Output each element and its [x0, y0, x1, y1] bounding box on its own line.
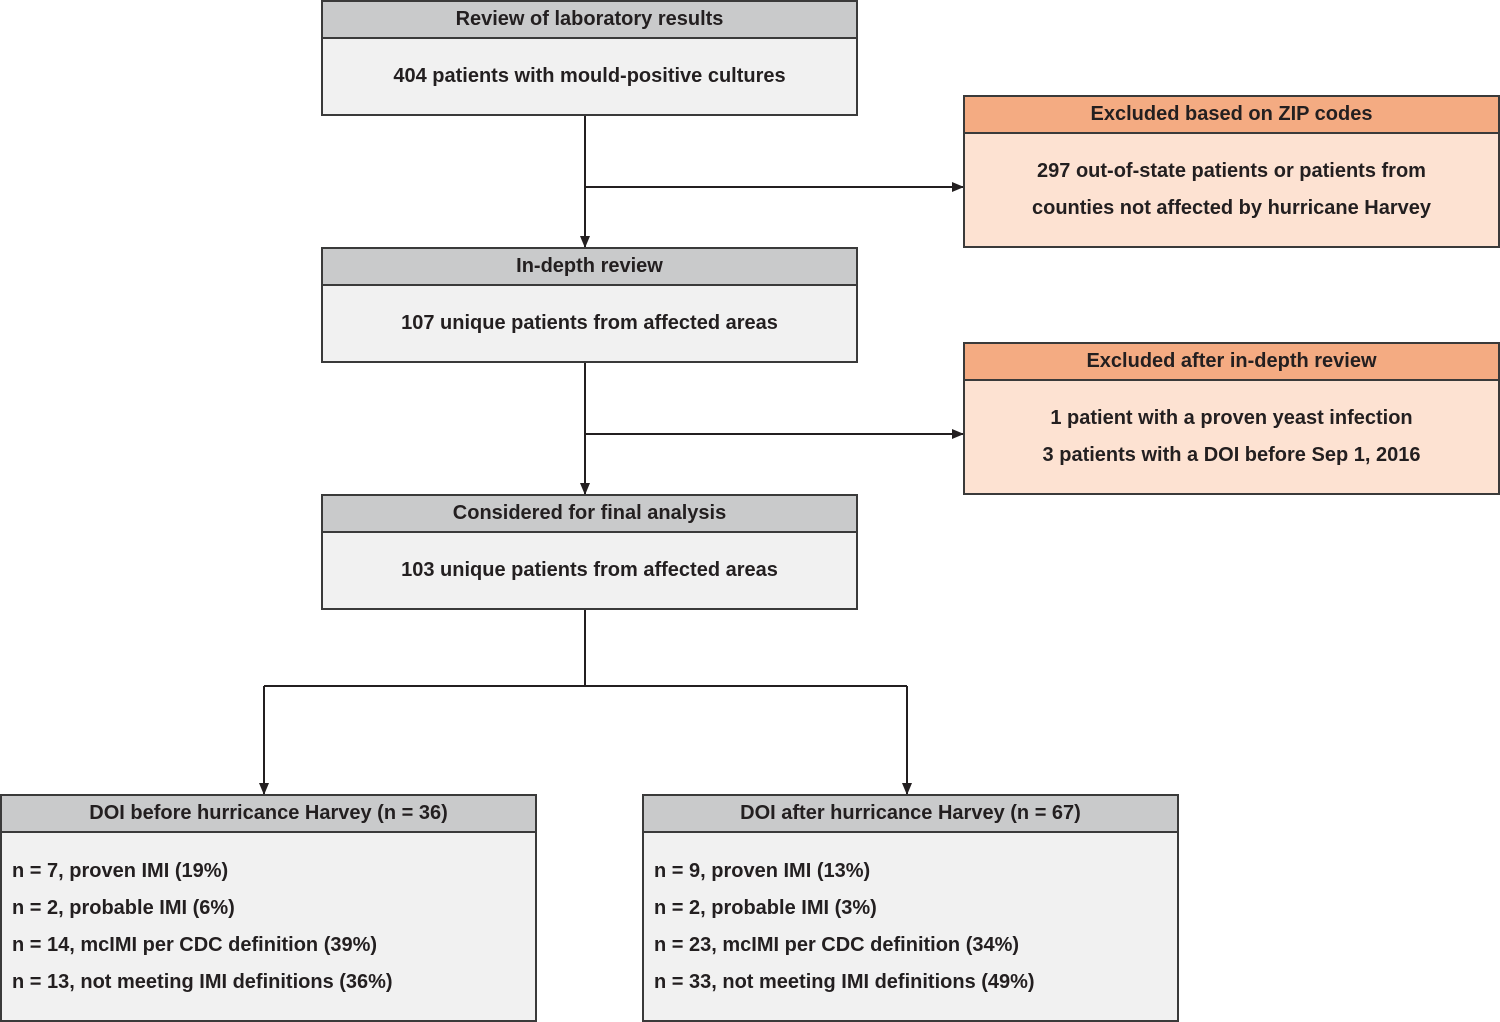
excluded-zip-body: 297 out-of-state patients or patients fr… — [965, 134, 1498, 246]
review-box: Review of laboratory results 404 patient… — [321, 0, 858, 116]
after-hurricane-line: n = 23, mcIMI per CDC definition (34%) — [654, 933, 1020, 956]
excluded-zip-line: 297 out-of-state patients or patients fr… — [1037, 160, 1426, 182]
final-analysis-line: 103 unique patients from affected areas — [401, 559, 778, 581]
excluded-review-line: 3 patients with a DOI before Sep 1, 2016 — [1042, 444, 1421, 466]
excluded-review-line: 1 patient with a proven yeast infection — [1050, 407, 1413, 429]
in-depth-body: 107 unique patients from affected areas — [323, 286, 856, 361]
in-depth-line: 107 unique patients from affected areas — [401, 312, 778, 334]
before-hurricane-line: n = 14, mcIMI per CDC definition (39%) — [12, 933, 378, 956]
review-body: 404 patients with mould-positive culture… — [323, 39, 856, 114]
review-line: 404 patients with mould-positive culture… — [393, 65, 786, 87]
excluded-review-header: Excluded after in-depth review — [965, 344, 1498, 381]
before-hurricane-header: DOI before hurricance Harvey (n = 36) — [2, 796, 535, 833]
final-analysis-header: Considered for final analysis — [323, 496, 856, 533]
after-hurricane-header: DOI after hurricance Harvey (n = 67) — [644, 796, 1177, 833]
excluded-review-body: 1 patient with a proven yeast infection … — [965, 381, 1498, 493]
after-hurricane-line: n = 2, probable IMI (3%) — [654, 896, 877, 919]
before-hurricane-line: n = 7, proven IMI (19%) — [12, 859, 229, 882]
review-header: Review of laboratory results — [323, 2, 856, 39]
excluded-zip-line: counties not affected by hurricane Harve… — [1031, 197, 1431, 219]
after-hurricane-body: n = 9, proven IMI (13%) n = 2, probable … — [644, 833, 1177, 1020]
after-hurricane-box: DOI after hurricance Harvey (n = 67) n =… — [642, 794, 1179, 1022]
before-hurricane-body: n = 7, proven IMI (19%) n = 2, probable … — [2, 833, 535, 1020]
excluded-review-box: Excluded after in-depth review 1 patient… — [963, 342, 1500, 495]
after-hurricane-line: n = 9, proven IMI (13%) — [654, 859, 871, 882]
final-analysis-body: 103 unique patients from affected areas — [323, 533, 856, 608]
after-hurricane-line: n = 33, not meeting IMI definitions (49%… — [654, 970, 1035, 993]
excluded-zip-header: Excluded based on ZIP codes — [965, 97, 1498, 134]
before-hurricane-line: n = 13, not meeting IMI definitions (36%… — [12, 970, 393, 993]
in-depth-header: In-depth review — [323, 249, 856, 286]
excluded-zip-box: Excluded based on ZIP codes 297 out-of-s… — [963, 95, 1500, 248]
in-depth-box: In-depth review 107 unique patients from… — [321, 247, 858, 363]
final-analysis-box: Considered for final analysis 103 unique… — [321, 494, 858, 610]
before-hurricane-line: n = 2, probable IMI (6%) — [12, 896, 235, 919]
before-hurricane-box: DOI before hurricance Harvey (n = 36) n … — [0, 794, 537, 1022]
